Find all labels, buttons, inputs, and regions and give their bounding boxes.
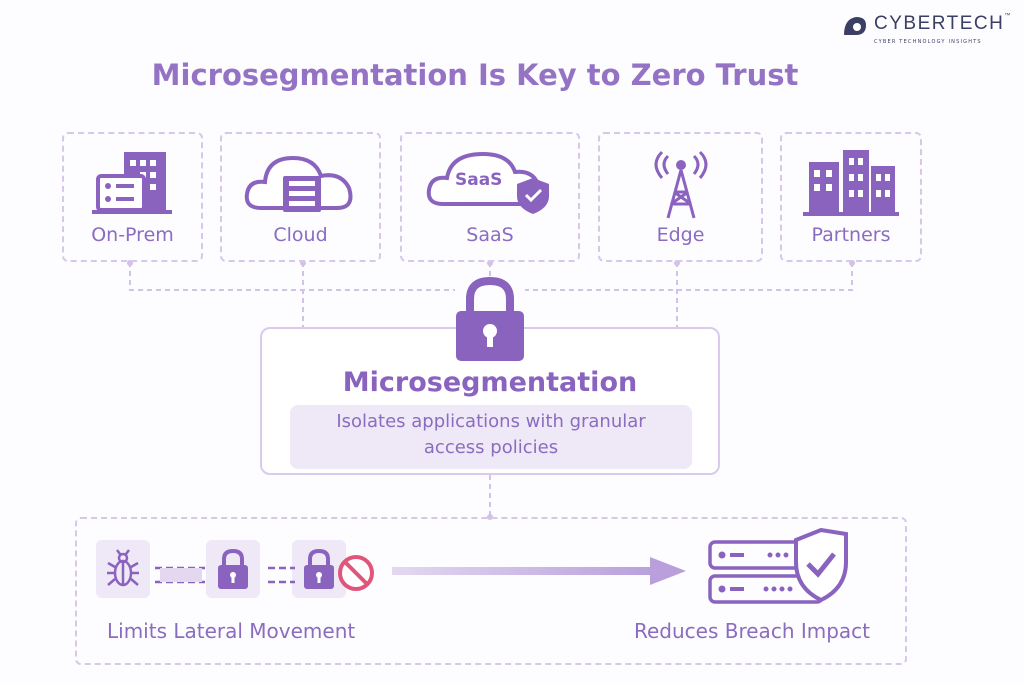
source-label: SaaS bbox=[466, 224, 514, 246]
brand-name: CYBERTECH bbox=[874, 13, 1005, 34]
buildings-icon bbox=[803, 150, 899, 216]
saas-icon-text: SaaS bbox=[455, 170, 503, 190]
brand-logo-icon bbox=[844, 17, 866, 35]
saas-cloud-shield-icon: SaaS bbox=[425, 148, 555, 218]
padlock-icon bbox=[218, 548, 248, 589]
description-line: Isolates applications with granular bbox=[336, 411, 646, 432]
center-description: Isolates applications with granular acce… bbox=[290, 405, 692, 469]
outcomes-panel bbox=[75, 517, 907, 665]
source-label: Cloud bbox=[273, 224, 328, 246]
page-title: Microsegmentation Is Key to Zero Trust bbox=[151, 58, 799, 92]
source-saas: SaaS SaaS bbox=[400, 132, 580, 262]
padlock-icon bbox=[304, 548, 334, 589]
source-label: Partners bbox=[811, 224, 891, 246]
description-line: access policies bbox=[423, 437, 559, 458]
bug-tile bbox=[96, 540, 150, 598]
cloud-server-icon bbox=[244, 155, 352, 212]
center-title: Microsegmentation bbox=[342, 367, 638, 398]
source-partners: Partners bbox=[780, 132, 922, 262]
brand-tagline: CYBER TECHNOLOGY INSIGHTS bbox=[874, 39, 982, 45]
tm: ™ bbox=[1004, 13, 1012, 19]
outcome-left-label: Limits Lateral Movement bbox=[107, 619, 356, 643]
outcome-right-label: Reduces Breach Impact bbox=[634, 619, 871, 643]
flow-arrow bbox=[392, 557, 686, 585]
brand-logo: CYBERTECH™ CYBER TECHNOLOGY INSIGHTS bbox=[842, 12, 1012, 46]
building-server-icon bbox=[91, 152, 172, 214]
microsegmentation-panel: Microsegmentation Isolates applications … bbox=[260, 327, 720, 475]
source-on-prem: On-Prem bbox=[62, 132, 203, 262]
source-label: Edge bbox=[656, 224, 705, 246]
antenna-tower-icon bbox=[654, 150, 707, 219]
lateral-path-lines bbox=[155, 566, 295, 584]
source-cloud: Cloud bbox=[220, 132, 381, 262]
blocked-icon bbox=[338, 555, 374, 591]
bug-icon bbox=[107, 549, 139, 587]
source-label: On-Prem bbox=[91, 224, 174, 246]
server-shield-icon bbox=[708, 528, 848, 604]
padlock-icon bbox=[456, 277, 524, 361]
source-edge: Edge bbox=[598, 132, 763, 262]
blocked-lock-tile bbox=[292, 540, 346, 598]
lock-tile bbox=[206, 540, 260, 598]
